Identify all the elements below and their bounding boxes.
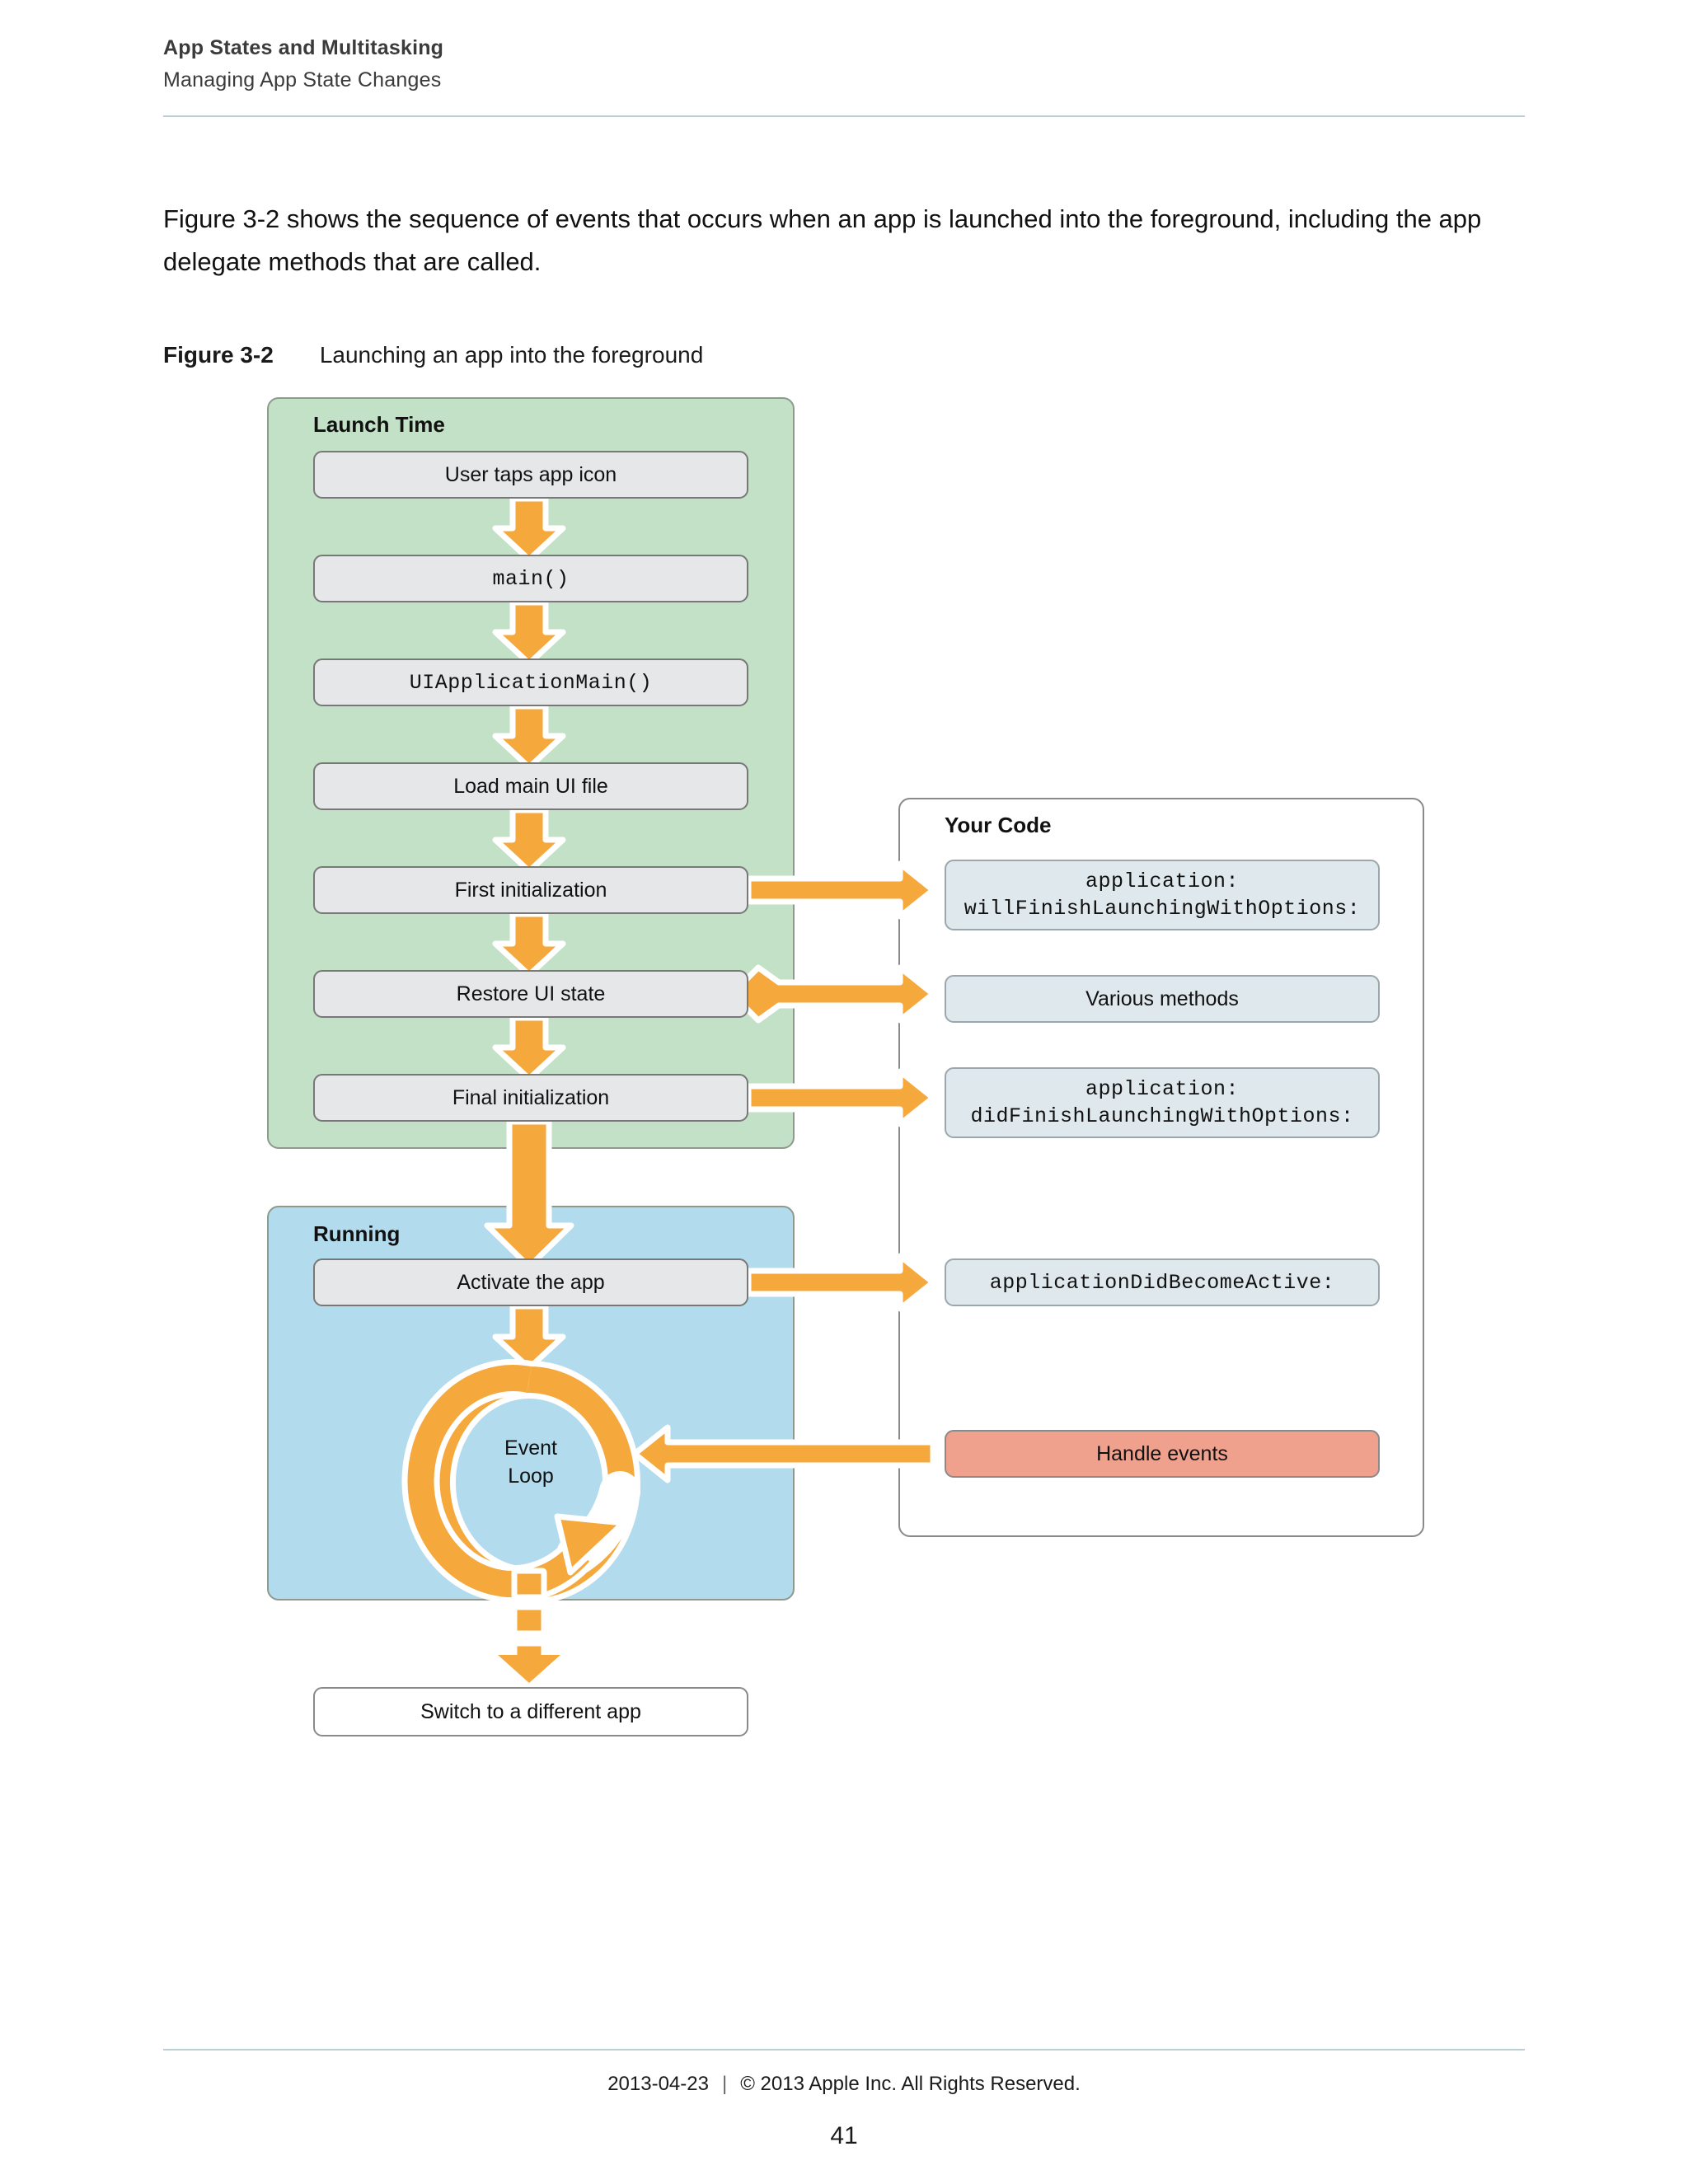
- chapter-title: Managing App State Changes: [163, 68, 442, 91]
- figure-number: Figure 3-2: [163, 342, 274, 368]
- footer-copyright: © 2013 Apple Inc. All Rights Reserved.: [740, 2073, 1081, 2095]
- step-final-initialization[interactable]: Final initialization: [313, 1074, 748, 1122]
- step-switch-to-a-different-app[interactable]: Switch to a different app: [313, 1687, 748, 1736]
- code-did-finish-line-2: didFinishLaunchingWithOptions:: [970, 1104, 1354, 1128]
- book-title: App States and Multitasking: [163, 36, 444, 59]
- code-box-will-finish-launching[interactable]: application: willFinishLaunchingWithOpti…: [945, 860, 1380, 930]
- panel-running-title: Running: [313, 1221, 401, 1246]
- footer-date: 2013-04-23: [607, 2073, 709, 2095]
- code-box-various-methods[interactable]: Various methods: [945, 975, 1380, 1023]
- figure-caption: Figure 3-2 Launching an app into the fore…: [163, 342, 703, 368]
- panel-your-code-title: Your Code: [945, 813, 1052, 837]
- step-main[interactable]: main(): [313, 555, 748, 602]
- code-did-finish-line-1: application:: [1085, 1077, 1239, 1101]
- footer-divider: [163, 2049, 1525, 2050]
- header-divider: [163, 115, 1525, 117]
- code-box-did-finish-launching[interactable]: application: didFinishLaunchingWithOptio…: [945, 1067, 1380, 1138]
- footer: 2013-04-23 | © 2013 Apple Inc. All Rights …: [0, 2073, 1688, 2096]
- event-loop-line-1: Event: [504, 1436, 557, 1460]
- code-will-finish-line-2: willFinishLaunchingWithOptions:: [964, 897, 1361, 921]
- page-header: App States and Multitasking Managing App…: [163, 36, 1525, 92]
- step-uiapplicationmain[interactable]: UIApplicationMain(): [313, 658, 748, 706]
- event-loop-label: Event Loop: [462, 1434, 600, 1490]
- page-number: 41: [830, 2122, 858, 2149]
- panel-launch-time-title: Launch Time: [313, 412, 445, 437]
- step-load-main-ui-file[interactable]: Load main UI file: [313, 762, 748, 810]
- event-loop-line-2: Loop: [508, 1465, 554, 1488]
- step-first-initialization[interactable]: First initialization: [313, 866, 748, 914]
- footer-separator: |: [721, 2073, 728, 2095]
- code-will-finish-line-1: application:: [1085, 869, 1239, 893]
- step-activate-the-app[interactable]: Activate the app: [313, 1258, 748, 1306]
- step-user-taps-app-icon[interactable]: User taps app icon: [313, 451, 748, 499]
- code-box-handle-events[interactable]: Handle events: [945, 1430, 1380, 1478]
- step-restore-ui-state[interactable]: Restore UI state: [313, 970, 748, 1018]
- figure-title: Launching an app into the foreground: [319, 342, 704, 368]
- intro-paragraph: Figure 3-2 shows the sequence of events …: [163, 204, 1482, 276]
- code-box-did-become-active[interactable]: applicationDidBecomeActive:: [945, 1258, 1380, 1306]
